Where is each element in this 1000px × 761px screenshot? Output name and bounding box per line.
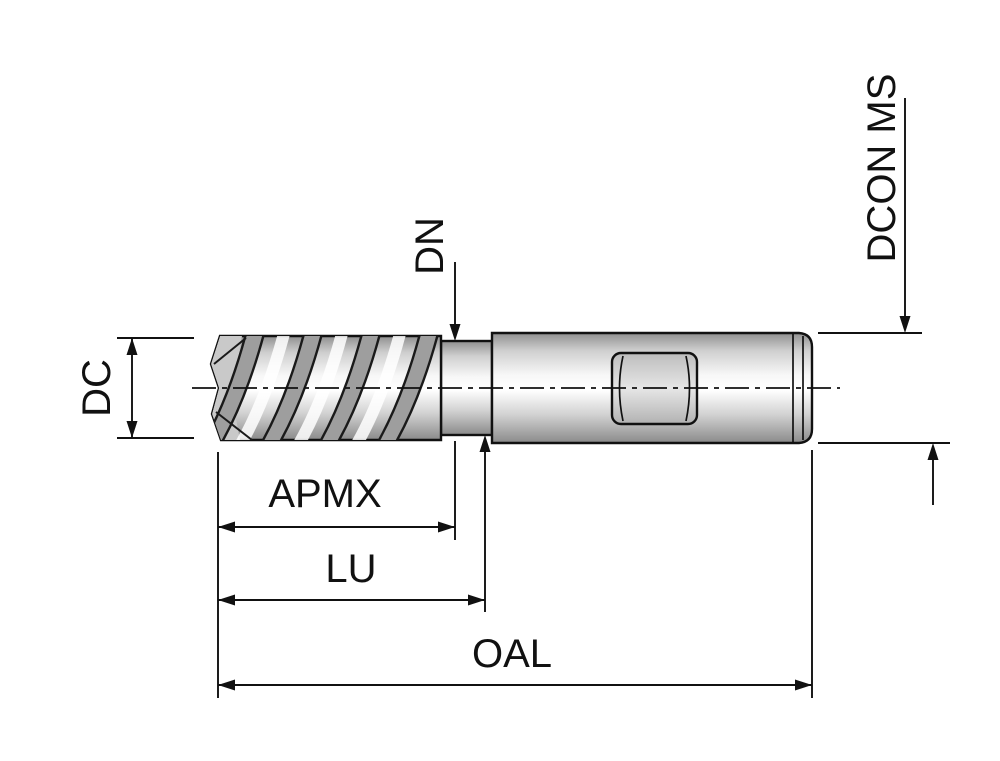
label-oal: OAL	[472, 632, 552, 676]
label-dn: DN	[408, 217, 452, 275]
dim-dcon-ms: DCON MS	[818, 74, 950, 505]
dim-lu: LU	[218, 547, 485, 606]
label-lu: LU	[325, 547, 376, 591]
label-apmx: APMX	[268, 472, 381, 516]
dim-dn: DN	[408, 217, 491, 612]
flute-helix-detail	[211, 336, 441, 440]
shank-chamfer-lines	[792, 334, 804, 442]
dim-apmx: APMX	[218, 441, 456, 540]
dim-dc: DC	[75, 337, 194, 439]
label-dc: DC	[75, 359, 119, 417]
dim-oal: OAL	[218, 450, 813, 698]
label-dcon-ms: DCON MS	[860, 74, 904, 263]
end-mill-drawing	[192, 331, 840, 445]
